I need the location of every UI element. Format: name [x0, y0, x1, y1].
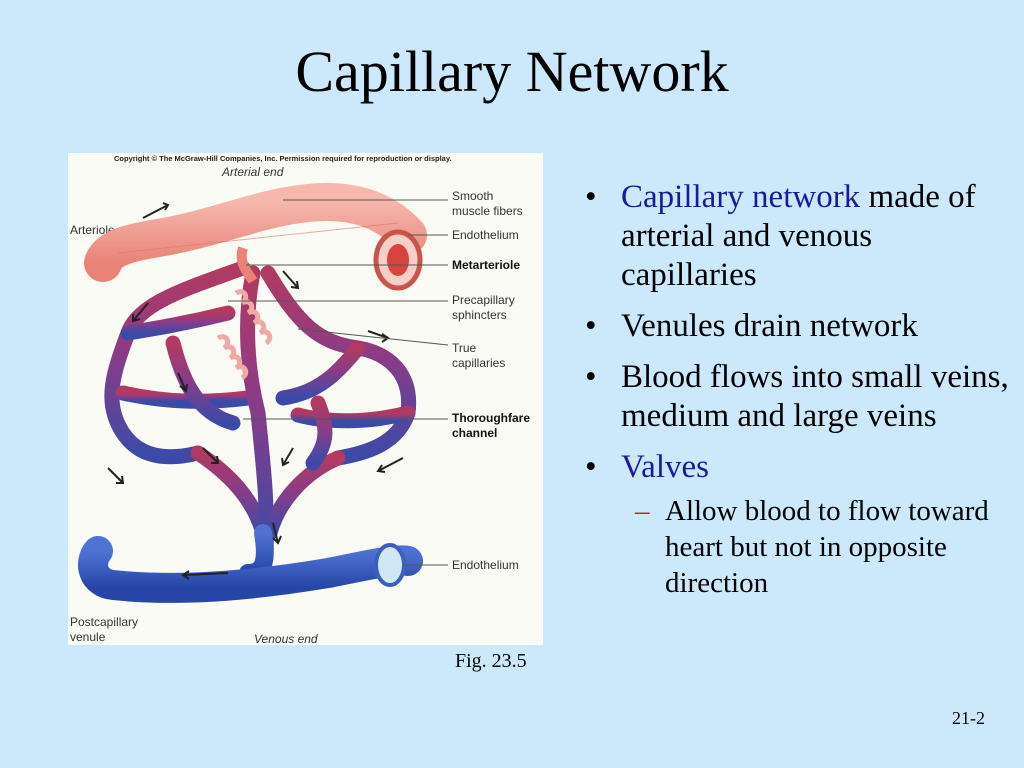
flow-arrows: [107, 202, 404, 580]
bullet-text: Blood flows into small veins, medium and…: [621, 359, 1009, 434]
sub-bullet-dash: –: [635, 495, 650, 527]
sub-bullet-item: –Allow blood to flow toward heart but no…: [621, 493, 1015, 601]
bullet-item: • Capillary network made of arterial and …: [585, 178, 1015, 295]
label-metarteriole: Metarteriole: [452, 258, 520, 272]
bullet-item: • Venules drain network: [585, 307, 1015, 346]
leader-lines: [228, 199, 449, 566]
label-true-capillaries-2: capillaries: [452, 356, 505, 370]
label-smooth-muscle-2: muscle fibers: [452, 204, 523, 218]
label-smooth-muscle-1: Smooth: [452, 189, 493, 203]
figure-caption: Fig. 23.5: [455, 650, 527, 672]
bullet-highlight: Valves: [621, 449, 709, 485]
bullet-text: made of arterial and venous capillaries: [621, 179, 976, 293]
label-thoroughfare-2: channel: [452, 426, 497, 440]
label-thoroughfare-1: Thoroughfare: [452, 411, 530, 425]
label-true-capillaries-1: True: [452, 341, 477, 355]
capillary-vessels: [104, 260, 417, 561]
bullet-dot: •: [585, 179, 597, 215]
label-arterial-end: Arterial end: [221, 165, 284, 179]
label-endothelium-bottom: Endothelium: [452, 558, 519, 572]
bullet-highlight: Capillary network: [621, 179, 861, 215]
arteriole-vessel: [84, 183, 427, 291]
label-postcapillary-1: Postcapillary: [70, 615, 138, 629]
label-precapillary-1: Precapillary: [452, 293, 515, 307]
bullet-text: Venules drain network: [621, 308, 918, 344]
bullet-dot: •: [585, 359, 597, 395]
label-arteriole: Arteriole: [70, 223, 115, 237]
postcapillary-venule: [78, 524, 423, 603]
label-venous-end: Venous end: [254, 632, 318, 645]
precapillary-sphincters: [216, 289, 273, 381]
capillary-network-diagram: Copyright © The McGraw-Hill Companies, I…: [68, 153, 543, 645]
bullet-dot: •: [585, 308, 597, 344]
label-precapillary-2: sphincters: [452, 308, 507, 322]
bullet-list: • Capillary network made of arterial and …: [585, 178, 1015, 613]
copyright-notice: Copyright © The McGraw-Hill Companies, I…: [114, 154, 452, 163]
sub-bullet-list: –Allow blood to flow toward heart but no…: [621, 493, 1015, 601]
label-postcapillary-2: venule: [70, 630, 106, 644]
bullet-item: • Blood flows into small veins, medium an…: [585, 358, 1015, 436]
page-number: 21-2: [952, 708, 985, 728]
bullet-dot: •: [585, 449, 597, 485]
bullet-item: • Valves –Allow blood to flow toward hear…: [585, 448, 1015, 601]
slide-title: Capillary Network: [295, 39, 729, 104]
sub-bullet-text: Allow blood to flow toward heart but not…: [665, 495, 989, 599]
label-endothelium-top: Endothelium: [452, 228, 519, 242]
